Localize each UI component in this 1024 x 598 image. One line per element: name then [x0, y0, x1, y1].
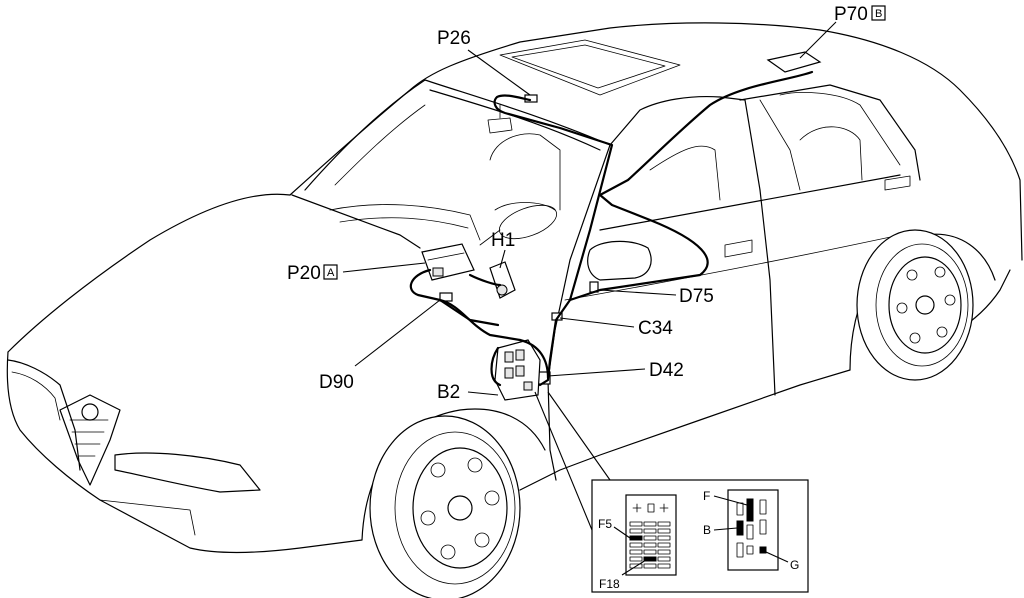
- component-b2-fusebox: [494, 339, 541, 401]
- label-p70-tag-box: [871, 5, 886, 21]
- label-p70: P70: [834, 4, 868, 25]
- label-p26: P26: [437, 28, 471, 49]
- label-d42: D42: [649, 360, 684, 381]
- front-wheel: [369, 415, 521, 598]
- fusebox-inset: [591, 479, 809, 593]
- inset-label-g: G: [790, 558, 799, 572]
- label-d75: D75: [679, 286, 714, 307]
- label-p20-tag-box: [323, 264, 338, 280]
- label-p20-tag: A: [327, 267, 335, 279]
- inset-label-b: B: [703, 523, 711, 537]
- label-p70-tag: B: [875, 8, 882, 20]
- label-h1: H1: [491, 230, 515, 251]
- inset-label-f18: F18: [599, 577, 620, 591]
- leader-lines: [342, 21, 837, 531]
- rear-wheel: [856, 229, 974, 381]
- component-h1: [489, 261, 516, 299]
- inset-fuse-rows: [629, 521, 671, 569]
- inset-label-f5: F5: [598, 517, 612, 531]
- inset-label-f: F: [703, 489, 710, 503]
- label-p20: P20: [287, 263, 321, 284]
- label-b2: B2: [437, 382, 460, 403]
- label-c34: C34: [638, 318, 673, 339]
- wiring-harness: [409, 70, 814, 387]
- component-p20: [421, 243, 475, 281]
- label-d90: D90: [319, 372, 354, 393]
- component-p70: [766, 51, 822, 73]
